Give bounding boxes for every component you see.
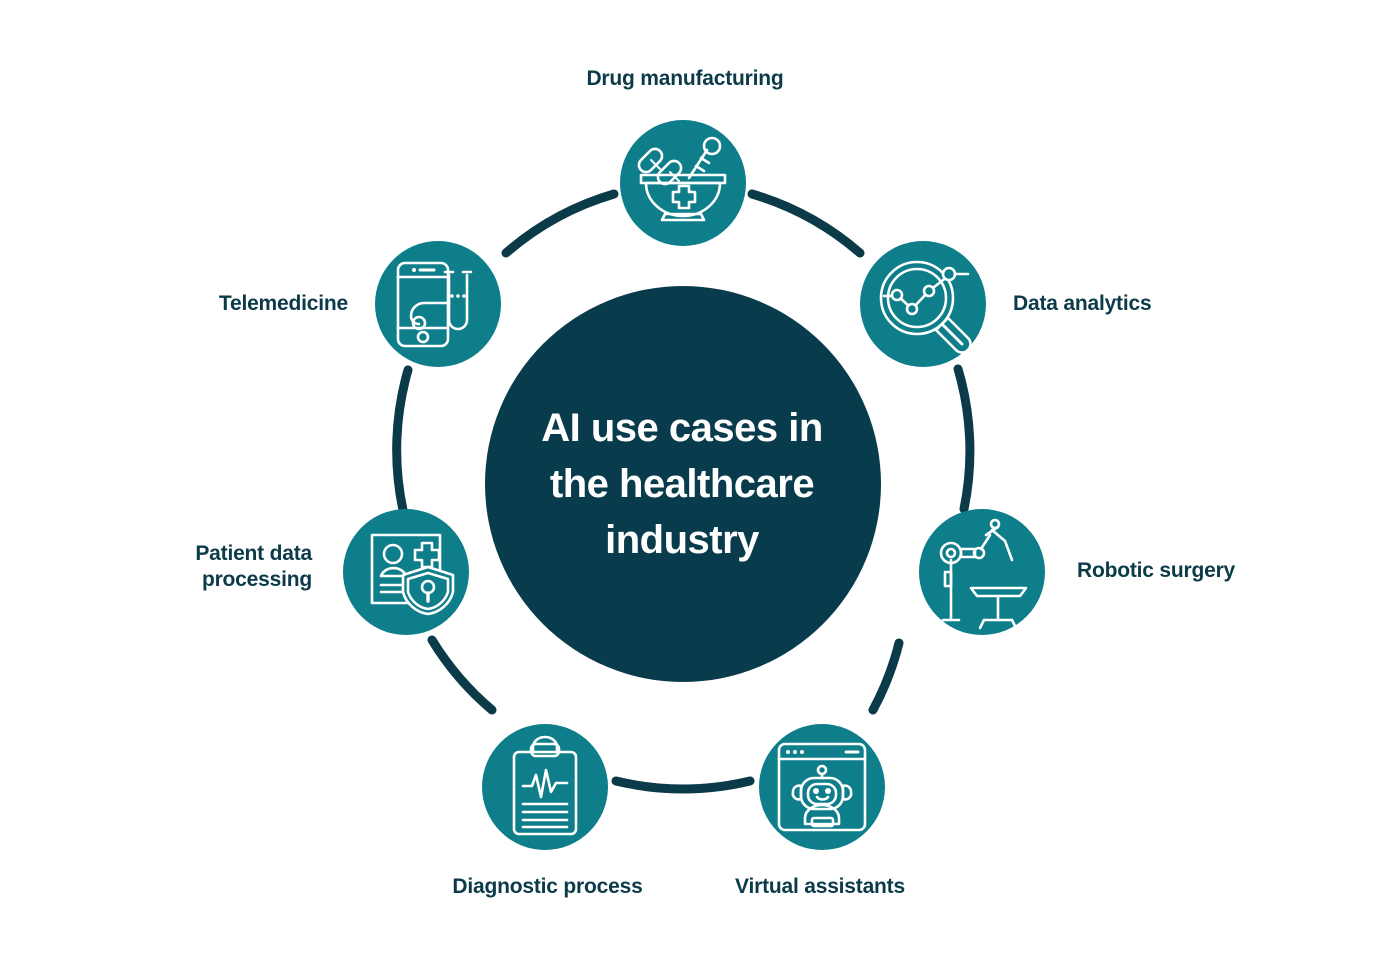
connector-ring: [392, 189, 975, 794]
node-diagnostic-process[interactable]: [482, 724, 608, 850]
clipboard-ecg-icon: [512, 735, 578, 836]
label-robotic-surgery: Robotic surgery: [1077, 559, 1236, 582]
node-data-analytics[interactable]: [860, 241, 986, 367]
center-hub-title: AI use cases in the healthcare industry: [541, 406, 823, 562]
phone-stethoscope-icon: [396, 261, 473, 348]
label-virtual-assistants: Virtual assistants: [735, 875, 905, 898]
chatbot-window-icon: [777, 742, 867, 832]
node-robotic-surgery[interactable]: [919, 509, 1045, 635]
arc-analytics-to-robotic: [953, 364, 975, 514]
node-circle: [919, 509, 1045, 635]
arc-diagnostic-to-patient: [427, 635, 497, 715]
label-data-analytics: Data analytics: [1013, 292, 1152, 315]
node-virtual-assistants[interactable]: [759, 724, 885, 850]
node-patient-data-processing[interactable]: [343, 509, 469, 635]
arc-virtual-to-diagnostic: [611, 776, 755, 794]
label-patient-data-processing: Patient data processing: [195, 542, 312, 591]
magnifier-chart-icon: [879, 260, 972, 354]
node-telemedicine[interactable]: [375, 241, 501, 367]
arc-drug-to-analytics: [747, 189, 865, 258]
label-diagnostic-process: Diagnostic process: [452, 875, 643, 898]
arc-patient-to-telemedicine: [392, 365, 413, 515]
node-circle: [860, 241, 986, 367]
node-drug-manufacturing[interactable]: [620, 120, 746, 246]
node-circle: [343, 509, 469, 635]
robot-arm-table-icon: [939, 518, 1028, 630]
label-telemedicine: Telemedicine: [218, 292, 348, 315]
arc-robotic-to-virtual: [868, 638, 904, 715]
record-shield-icon: [370, 533, 455, 616]
label-drug-manufacturing: Drug manufacturing: [586, 67, 784, 90]
node-circle: [759, 724, 885, 850]
mortar-pestle-icon: [637, 136, 727, 222]
arc-telemedicine-to-drug: [501, 189, 619, 258]
center-hub-circle: [485, 286, 881, 682]
